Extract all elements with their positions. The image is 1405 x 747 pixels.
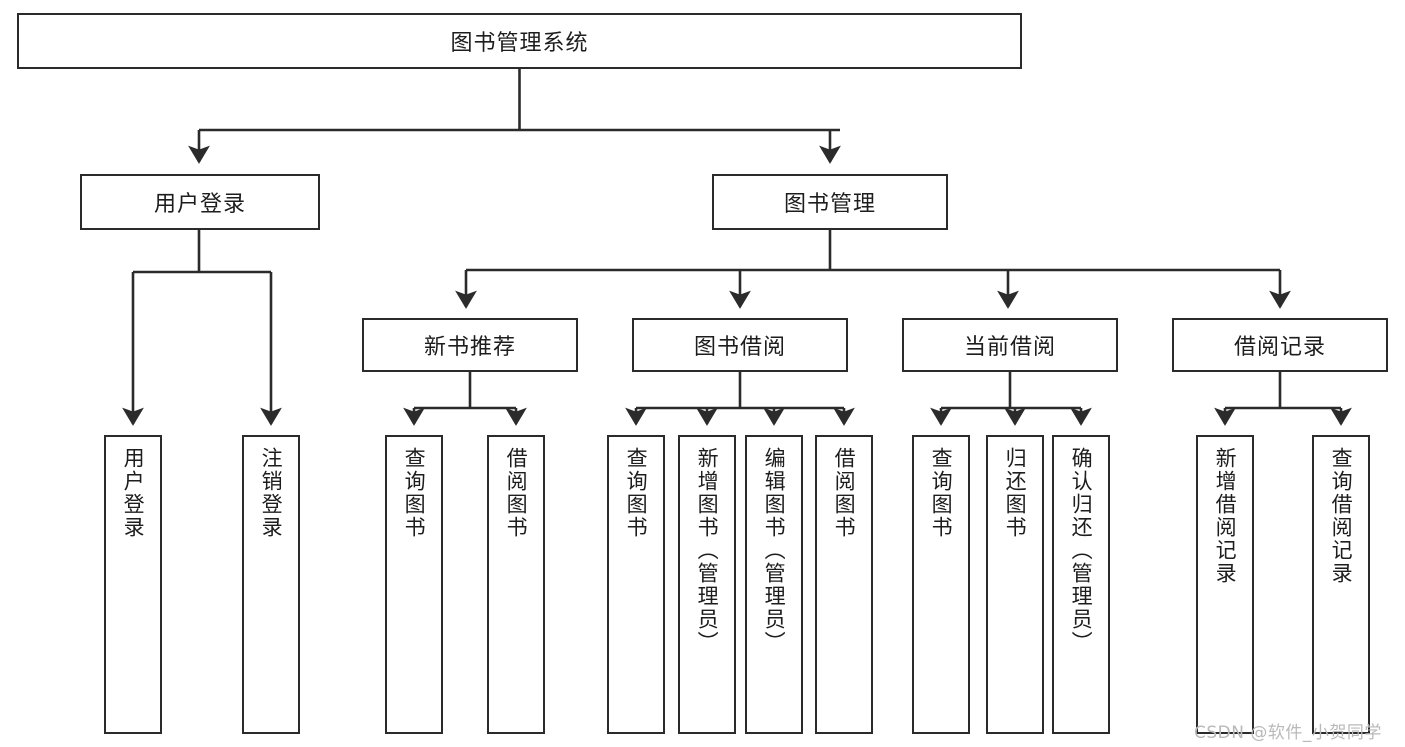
node-borrow-record-label: 借阅记录 [1233, 335, 1326, 360]
node-user-login[interactable]: 用户登录 [80, 174, 320, 230]
node-leaf-confirm-return[interactable]: 确认归还（管理员） [1052, 435, 1110, 734]
node-leaf-add-book[interactable]: 新增图书（管理员） [678, 435, 736, 734]
node-leaf-borrow-book-2[interactable]: 借阅图书 [815, 435, 873, 734]
node-leaf-return-book[interactable]: 归还图书 [986, 435, 1044, 734]
node-leaf-confirm-return-label: 确认归还（管理员） [1069, 447, 1094, 654]
node-current-borrow[interactable]: 当前借阅 [902, 318, 1118, 372]
node-leaf-edit-book-label: 编辑图书（管理员） [762, 447, 787, 654]
node-leaf-user-login[interactable]: 用户登录 [104, 435, 162, 734]
node-leaf-add-book-label: 新增图书（管理员） [695, 447, 720, 654]
node-root[interactable]: 图书管理系统 [17, 13, 1022, 69]
node-leaf-query-record-label: 查询借阅记录 [1329, 447, 1354, 585]
node-leaf-query-book-3-label: 查询图书 [929, 447, 954, 539]
node-book-borrow[interactable]: 图书借阅 [632, 318, 848, 372]
node-leaf-query-book-2[interactable]: 查询图书 [607, 435, 665, 734]
node-leaf-query-book-3[interactable]: 查询图书 [912, 435, 970, 734]
node-leaf-return-book-label: 归还图书 [1003, 447, 1028, 539]
node-new-book-rec[interactable]: 新书推荐 [362, 318, 578, 372]
node-borrow-record[interactable]: 借阅记录 [1172, 318, 1388, 372]
node-leaf-add-record[interactable]: 新增借阅记录 [1196, 435, 1254, 734]
node-leaf-add-record-label: 新增借阅记录 [1213, 447, 1238, 585]
node-leaf-user-logout[interactable]: 注销登录 [242, 435, 300, 734]
node-leaf-query-record[interactable]: 查询借阅记录 [1312, 435, 1370, 734]
node-book-manage-label: 图书管理 [783, 192, 876, 217]
node-leaf-user-logout-label: 注销登录 [259, 447, 284, 539]
node-root-label: 图书管理系统 [450, 31, 589, 56]
node-leaf-borrow-book-2-label: 借阅图书 [832, 447, 857, 539]
csdn-watermark: CSDN @软件_小贺同学 [1194, 723, 1382, 743]
node-current-borrow-label: 当前借阅 [963, 335, 1056, 360]
node-user-login-label: 用户登录 [153, 192, 246, 217]
node-book-manage[interactable]: 图书管理 [712, 174, 948, 230]
node-book-borrow-label: 图书借阅 [693, 335, 786, 360]
node-leaf-user-login-label: 用户登录 [121, 447, 146, 539]
node-new-book-rec-label: 新书推荐 [423, 335, 516, 360]
node-leaf-query-book-2-label: 查询图书 [624, 447, 649, 539]
node-leaf-edit-book[interactable]: 编辑图书（管理员） [745, 435, 803, 734]
node-leaf-borrow-book-1-label: 借阅图书 [504, 447, 529, 539]
node-leaf-query-book-1-label: 查询图书 [402, 447, 427, 539]
node-leaf-query-book-1[interactable]: 查询图书 [385, 435, 443, 734]
node-leaf-borrow-book-1[interactable]: 借阅图书 [487, 435, 545, 734]
